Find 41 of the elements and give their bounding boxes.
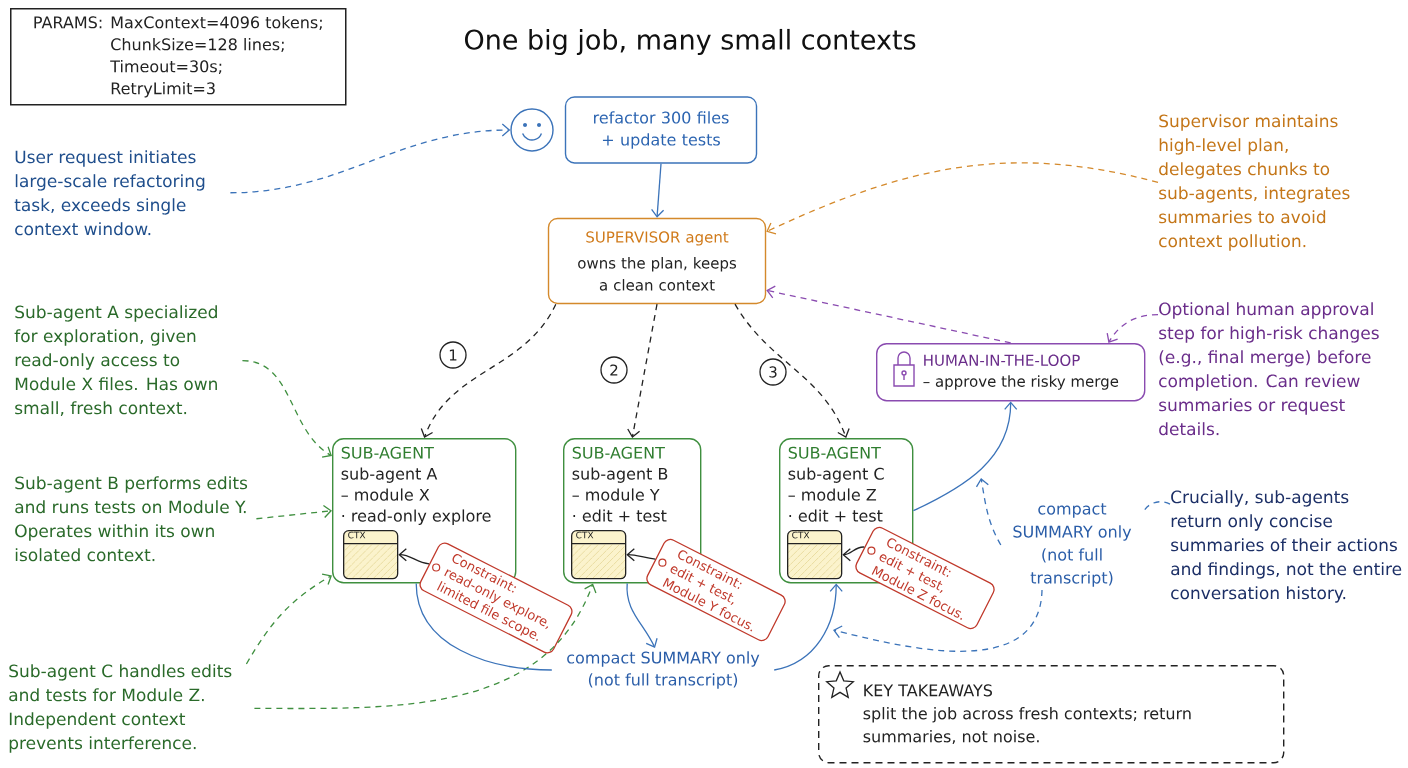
- dashed-arrow: [766, 162, 1159, 235]
- annotation-text: User request initiates large-scale refactoring task, exceeds single context window.: [14, 150, 205, 236]
- dashed-arrow: [420, 303, 557, 438]
- arrow: [773, 583, 843, 671]
- context-panel: CTX: [343, 530, 399, 580]
- leader-arrow: [398, 548, 430, 565]
- dashed-arrow: [245, 573, 332, 665]
- annotation-text: Sub-agent A specialized for exploration, given read-only access to Module X files. Has own small, fresh context.: [14, 305, 217, 417]
- connector-line: [415, 582, 553, 671]
- leader-arrow: [626, 548, 656, 562]
- dashed-arrow: [229, 123, 511, 194]
- context-panel: CTX: [571, 530, 627, 580]
- annotation-text: Crucially, sub-agents return only concise summaries of their actions and findings, not the entire conversation history.: [1171, 490, 1402, 603]
- smiley-face: [510, 108, 554, 152]
- dashed-arrow: [734, 303, 850, 438]
- dashed-arrow: [255, 504, 332, 520]
- dashed-arrow: [1106, 313, 1159, 343]
- summary-note: compact SUMMARY only (not full transcript): [567, 651, 760, 689]
- arrow: [912, 401, 1018, 512]
- dashed-connector-line: [1142, 501, 1171, 513]
- annotation-text: Optional human approval step for high-risk changes (e.g., final merge) before completion. Can review summaries or request details.: [1159, 302, 1379, 436]
- leader-arrow: [842, 546, 865, 562]
- dashed-arrow: [627, 303, 658, 438]
- arrow: [650, 163, 665, 218]
- annotation-text: Supervisor maintains high-level plan, delegates chunks to sub-agents, integrates summaries to avoid context pollution.: [1159, 114, 1350, 251]
- task-box: refactor 300 files + update tests: [564, 96, 758, 164]
- dashed-arrow: [253, 583, 597, 710]
- annotation-text: Sub-agent C handles edits and tests for Module Z. Independent context prevents interference.: [9, 664, 232, 753]
- dashed-arrow: [975, 478, 1002, 546]
- takeaways-box: KEY TAKEAWAYS split the job across fresh contexts; return summaries, not noise.: [818, 665, 1285, 764]
- params-box: PARAMS: MaxContext=4096 tokens; ChunkSize=128 lines; Timeout=30s; RetryLimit=3: [10, 8, 347, 106]
- title: One big job, many small contexts: [465, 28, 916, 56]
- dashed-arrow: [241, 360, 332, 458]
- arrow: [626, 582, 658, 649]
- supervisor-box: SUPERVISOR agent owns the plan, keeps a clean context: [547, 217, 767, 305]
- dashed-arrow: [766, 285, 1012, 344]
- dashed-arrow: [833, 589, 1043, 652]
- summary-note: compact SUMMARY only (not full transcript): [1013, 503, 1132, 587]
- approval-box: HUMAN-IN-THE-LOOP – approve the risky merge: [876, 343, 1146, 402]
- annotation-text: Sub-agent B performs edits and runs tests on Module Y. Operates within its own isolated context.: [15, 476, 248, 562]
- context-panel: CTX: [787, 530, 843, 580]
